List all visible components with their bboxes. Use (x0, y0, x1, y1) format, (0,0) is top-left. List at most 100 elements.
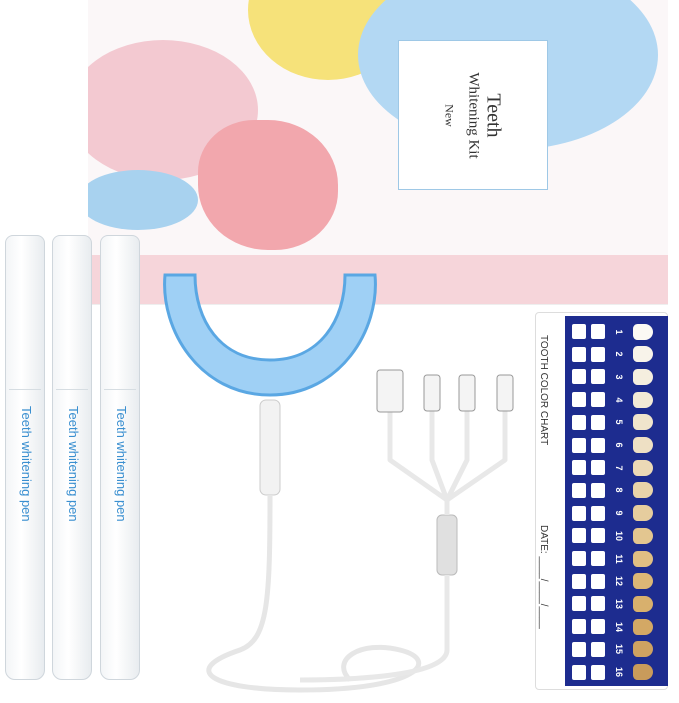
tooth-shade (633, 346, 653, 363)
tooth-shade (633, 664, 653, 680)
checkbox (572, 505, 586, 521)
tooth-shade (633, 573, 653, 590)
checkbox (572, 369, 586, 385)
date-label: DATE: ____/____/____ (538, 525, 549, 629)
checkbox (572, 414, 586, 430)
tooth-shade (633, 595, 653, 612)
shade-row: 1 (572, 322, 668, 341)
shade-number: 16 (614, 666, 624, 677)
pen-label: Teeth whitening pen (66, 406, 81, 522)
checkbox (572, 528, 586, 544)
checkbox (572, 551, 586, 566)
shade-row: 15 (572, 640, 668, 659)
checkbox (572, 324, 586, 339)
chart-title: TOOTH COLOR CHART (538, 335, 549, 446)
tray-connector (259, 399, 281, 496)
pen-label: Teeth whitening pen (114, 406, 129, 522)
splitter-cables (299, 410, 508, 683)
checkbox (591, 664, 605, 680)
checkbox (572, 392, 586, 408)
checkbox (591, 505, 605, 521)
checkbox (591, 324, 605, 339)
shade-number: 15 (614, 644, 624, 655)
shade-number: 5 (614, 419, 624, 425)
pen-label: Teeth whitening pen (19, 406, 34, 522)
shade-row: 13 (572, 594, 668, 613)
shade-row: 8 (572, 481, 668, 500)
shade-row: 2 (572, 345, 668, 364)
tooth-shade (633, 482, 653, 499)
checkbox (572, 460, 586, 476)
usb-a-plug (376, 369, 404, 413)
shade-row: 12 (572, 572, 668, 591)
shade-number: 11 (614, 553, 624, 564)
blue-shape-2 (88, 170, 198, 230)
checkbox (572, 346, 586, 362)
checkbox (591, 641, 605, 657)
shade-number: 9 (614, 510, 624, 516)
tooth-shade (633, 641, 653, 658)
tray-cable (206, 494, 422, 693)
shade-number: 13 (614, 598, 624, 609)
shade-row: 16 (572, 663, 668, 682)
checkbox (591, 369, 605, 385)
checkbox (572, 596, 586, 612)
checkbox (591, 460, 605, 476)
whitening-pen-1: Teeth whitening pen (5, 235, 45, 680)
checkbox (572, 573, 586, 589)
tooth-shade (633, 368, 653, 385)
checkbox (572, 482, 586, 498)
micro-usb-plug (458, 374, 476, 412)
shade-number: 4 (614, 397, 624, 403)
shade-row: 5 (572, 413, 668, 432)
tooth-shade (633, 323, 653, 340)
whitening-pen-3: Teeth whitening pen (100, 235, 140, 680)
shade-row: 4 (572, 390, 668, 409)
checkbox (572, 437, 586, 453)
led-mouth-tray (163, 273, 377, 397)
shade-number: 8 (614, 487, 624, 493)
shade-row: 10 (572, 526, 668, 545)
whitening-pen-2: Teeth whitening pen (52, 235, 92, 680)
tooth-shade (633, 459, 653, 476)
checkbox (591, 392, 605, 408)
shade-row: 7 (572, 458, 668, 477)
usb-c-plug (423, 374, 441, 412)
tooth-shade (633, 618, 653, 635)
shade-row: 14 (572, 617, 668, 636)
checkbox (591, 573, 605, 589)
checkbox (572, 664, 586, 680)
shade-row: 9 (572, 504, 668, 523)
checkbox (572, 641, 586, 657)
shade-number: 14 (614, 621, 624, 632)
shade-row: 11 (572, 549, 668, 568)
tooth-shade (633, 550, 653, 567)
box-label: Teeth Whitening Kit New (398, 40, 548, 190)
tooth-shade (633, 437, 653, 453)
shade-row: 3 (572, 367, 668, 386)
checkbox (591, 346, 605, 362)
shade-number: 2 (614, 351, 624, 357)
checkbox (572, 619, 586, 635)
shade-number: 12 (614, 576, 624, 587)
tooth-shade (633, 505, 653, 522)
splitter (436, 514, 458, 576)
lightning-plug (496, 374, 514, 412)
checkbox (591, 596, 605, 612)
checkbox (591, 619, 605, 635)
shade-number: 7 (614, 465, 624, 471)
shade-number: 1 (614, 328, 624, 334)
tooth-shade (633, 414, 653, 431)
checkbox (591, 414, 605, 430)
kit-box: Teeth Whitening Kit New (88, 0, 668, 305)
checkbox (591, 551, 605, 566)
checkbox (591, 482, 605, 498)
tooth-shape (198, 120, 338, 250)
shade-row: 6 (572, 436, 668, 455)
shade-number: 6 (614, 442, 624, 448)
shade-number: 10 (614, 530, 624, 541)
tooth-shade (633, 527, 653, 544)
checkbox (591, 528, 605, 544)
checkbox (591, 437, 605, 453)
